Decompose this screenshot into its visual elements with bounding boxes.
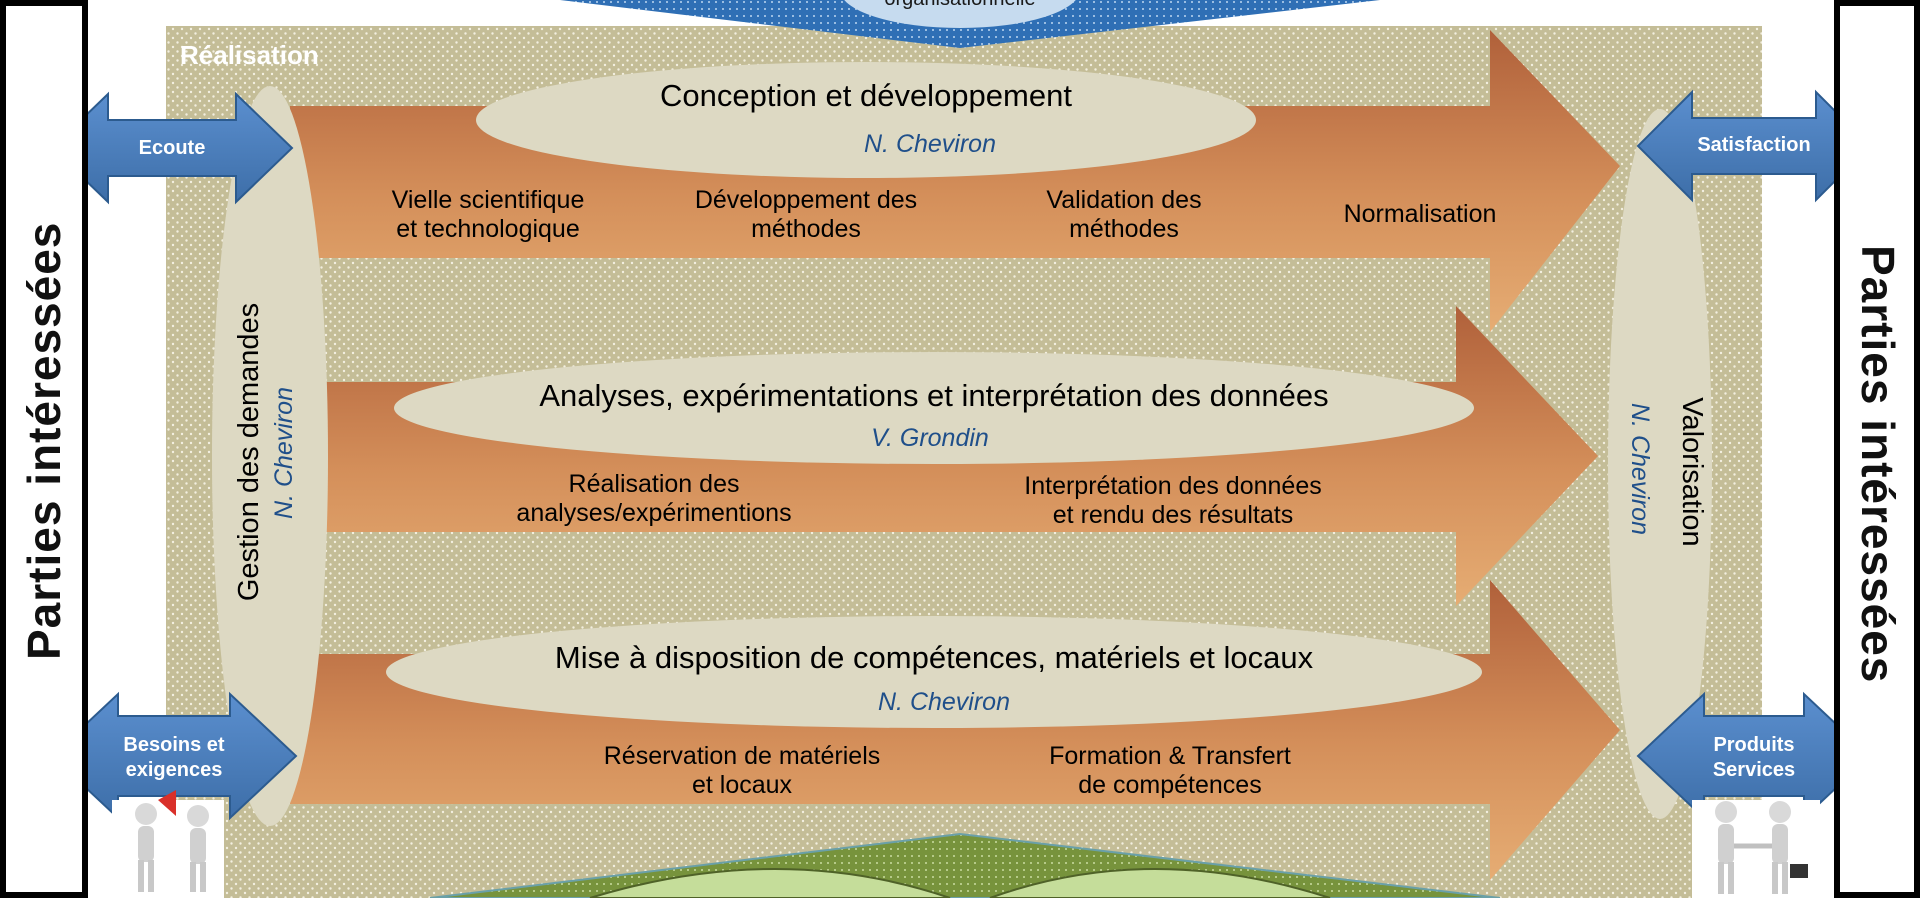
top-banner-text: organisationnelle <box>850 0 1070 11</box>
process-title-analyses: Analyses, expérimentations et interpréta… <box>539 378 1329 413</box>
satisfaction-label: Satisfaction <box>1697 134 1811 156</box>
step-formation: Formation & Transfert de compétences <box>1049 742 1291 799</box>
process-arrow-conception <box>290 30 1620 332</box>
ecoute-label: Ecoute <box>138 137 206 159</box>
handshake-people-icon <box>1692 800 1820 898</box>
process-ellipse-analyses <box>394 352 1474 464</box>
right-column-title: Valorisation <box>1676 397 1708 547</box>
process-ellipse-mise-a-disposition <box>386 616 1482 728</box>
top-banner-ellipse <box>844 0 1076 28</box>
besoins-label: Besoins et exigences <box>123 734 225 781</box>
right-column-person: N. Cheviron <box>1626 403 1654 535</box>
right-stakeholders-panel <box>1834 0 1920 898</box>
left-stakeholders-panel <box>0 0 88 898</box>
process-person-mise-a-disposition: N. Cheviron <box>878 688 1010 716</box>
right-stakeholders-title: Parties intéressées <box>1852 245 1904 684</box>
double-arrow-ecoute[interactable] <box>50 91 294 205</box>
megaphone-people-icon <box>112 790 224 898</box>
step-veille: Vielle scientifique et technologique <box>391 186 585 243</box>
bottom-banner-lobe-right <box>989 868 1331 898</box>
step-normalisation: Normalisation <box>1343 200 1497 228</box>
step-interpretation: Interprétation des données et rendu des … <box>1024 472 1322 529</box>
step-validation: Validation des méthodes <box>1046 186 1202 243</box>
left-column-title: Gestion des demandes <box>233 302 265 602</box>
left-column-person: N. Cheviron <box>270 387 298 519</box>
produits-label: Produits Services <box>1712 734 1796 781</box>
step-reservation: Réservation de matériels et locaux <box>603 742 881 799</box>
process-person-analyses: V. Grondin <box>871 424 989 452</box>
bottom-banner-lobe-left <box>589 868 951 898</box>
process-ellipse-conception <box>476 62 1256 178</box>
right-column-ellipse <box>1608 109 1712 819</box>
left-column-ellipse <box>212 86 328 826</box>
left-stakeholders-title: Parties intéressées <box>18 221 70 660</box>
step-developpement: Développement des méthodes <box>694 186 918 243</box>
process-person-conception: N. Cheviron <box>864 130 996 158</box>
process-title-conception: Conception et développement <box>660 78 1072 113</box>
realisation-label: Réalisation <box>180 40 319 70</box>
process-title-mise-a-disposition: Mise à disposition de compétences, matér… <box>554 640 1314 675</box>
step-realisation-analyses: Réalisation des analyses/expérimentions <box>516 470 792 527</box>
